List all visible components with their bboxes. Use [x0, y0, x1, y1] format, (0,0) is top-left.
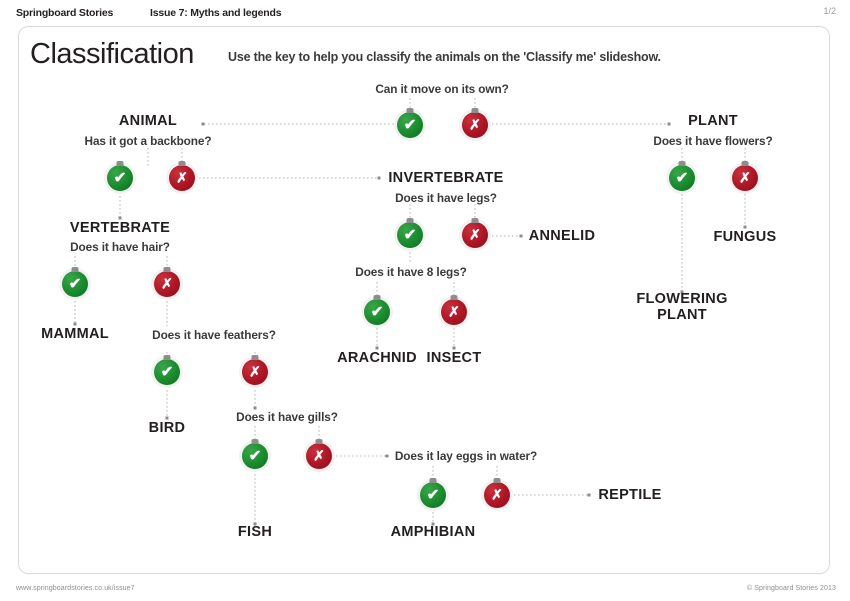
- question-has-legs: Does it have legs?: [395, 191, 497, 205]
- question-has-backbone: Has it got a backbone?: [84, 134, 212, 148]
- category-plant: PLANT: [688, 113, 738, 129]
- question-has-feathers: Does it have feathers?: [152, 328, 276, 342]
- category-reptile: REPTILE: [598, 487, 662, 503]
- badge-yes-8-legs[interactable]: ✔: [364, 295, 390, 325]
- badge-no-feathers[interactable]: ✗: [242, 355, 268, 385]
- check-icon: ✔: [160, 363, 174, 380]
- badge-no-backbone[interactable]: ✗: [169, 161, 195, 191]
- check-icon: ✔: [675, 169, 689, 186]
- anchor-dot-vertebrate: [118, 216, 122, 220]
- badge-no-gills[interactable]: ✗: [306, 439, 332, 469]
- anchor-dot-flowering-plant: [680, 290, 684, 294]
- category-amphibian: AMPHIBIAN: [390, 524, 476, 540]
- anchor-dot-fish: [253, 522, 257, 526]
- category-fish: FISH: [237, 524, 273, 540]
- anchor-dot-fungus: [743, 225, 747, 229]
- anchor-dot-amphibian: [431, 522, 435, 526]
- badge-no-legs[interactable]: ✗: [462, 218, 488, 248]
- category-arachnid: ARACHNID: [337, 350, 417, 366]
- badge-yes-backbone[interactable]: ✔: [107, 161, 133, 191]
- footer-url[interactable]: www.springboardstories.co.uk/issue7: [16, 585, 135, 592]
- category-animal: ANIMAL: [118, 113, 178, 129]
- page-subtitle: Use the key to help you classify the ani…: [228, 50, 661, 64]
- category-mammal: MAMMAL: [41, 326, 109, 342]
- check-icon: ✔: [403, 116, 417, 133]
- category-bird: BIRD: [148, 420, 186, 436]
- page-number: 1/2: [823, 6, 836, 16]
- category-fungus: FUNGUS: [713, 229, 777, 245]
- badge-no-can-move[interactable]: ✗: [462, 108, 488, 138]
- content-card: [18, 26, 830, 574]
- anchor-dot-animal: [201, 122, 205, 126]
- category-vertebrate: VERTEBRATE: [69, 220, 171, 236]
- badge-yes-flowers[interactable]: ✔: [669, 161, 695, 191]
- cross-icon: ✗: [469, 226, 481, 243]
- category-annelid: ANNELID: [528, 228, 596, 244]
- cross-icon: ✗: [249, 363, 261, 380]
- check-icon: ✔: [113, 169, 127, 186]
- anchor-dot-invertebrate: [377, 176, 381, 180]
- badge-no-hair[interactable]: ✗: [154, 267, 180, 297]
- check-icon: ✔: [248, 447, 262, 464]
- cross-icon: ✗: [176, 169, 188, 186]
- badge-yes-legs[interactable]: ✔: [397, 218, 423, 248]
- badge-no-flowers[interactable]: ✗: [732, 161, 758, 191]
- anchor-dot-reptile: [587, 493, 591, 497]
- check-icon: ✔: [68, 275, 82, 292]
- badge-yes-gills[interactable]: ✔: [242, 439, 268, 469]
- check-icon: ✔: [426, 486, 440, 503]
- cross-icon: ✗: [161, 275, 173, 292]
- check-icon: ✔: [403, 226, 417, 243]
- question-has-hair: Does it have hair?: [70, 240, 170, 254]
- category-invertebrate: INVERTEBRATE: [388, 170, 504, 186]
- category-insect: INSECT: [426, 350, 482, 366]
- badge-no-8-legs[interactable]: ✗: [441, 295, 467, 325]
- anchor-dot-arachnid: [375, 346, 379, 350]
- badge-yes-can-move[interactable]: ✔: [397, 108, 423, 138]
- cross-icon: ✗: [448, 303, 460, 320]
- category-flowering-plant: FLOWERING PLANT: [636, 291, 728, 323]
- anchor-dot-insect: [452, 346, 456, 350]
- question-can-it-move: Can it move on its own?: [375, 82, 509, 96]
- question-lay-eggs-in-water: Does it lay eggs in water?: [394, 449, 538, 463]
- footer-copyright: © Springboard Stories 2013: [746, 585, 836, 592]
- badge-yes-eggs-water[interactable]: ✔: [420, 478, 446, 508]
- question-has-flowers: Does it have flowers?: [653, 134, 773, 148]
- anchor-dot-mammal: [73, 322, 77, 326]
- cross-icon: ✗: [739, 169, 751, 186]
- cross-icon: ✗: [491, 486, 503, 503]
- check-icon: ✔: [370, 303, 384, 320]
- anchor-dot-eggs-question: [385, 454, 389, 458]
- page-header: Springboard Stories Issue 7: Myths and l…: [0, 0, 850, 26]
- anchor-dot-bird: [165, 416, 169, 420]
- cross-icon: ✗: [469, 116, 481, 133]
- brand-label: Springboard Stories: [16, 7, 114, 19]
- question-has-gills: Does it have gills?: [236, 410, 338, 424]
- page-title: Classification: [30, 38, 194, 70]
- anchor-dot-annelid: [519, 234, 523, 238]
- anchor-dot-gills: [253, 406, 257, 410]
- badge-yes-feathers[interactable]: ✔: [154, 355, 180, 385]
- cross-icon: ✗: [313, 447, 325, 464]
- issue-label: Issue 7: Myths and legends: [150, 7, 282, 19]
- badge-no-eggs-water[interactable]: ✗: [484, 478, 510, 508]
- question-has-8-legs: Does it have 8 legs?: [355, 265, 467, 279]
- badge-yes-hair[interactable]: ✔: [62, 267, 88, 297]
- anchor-dot-plant: [667, 122, 671, 126]
